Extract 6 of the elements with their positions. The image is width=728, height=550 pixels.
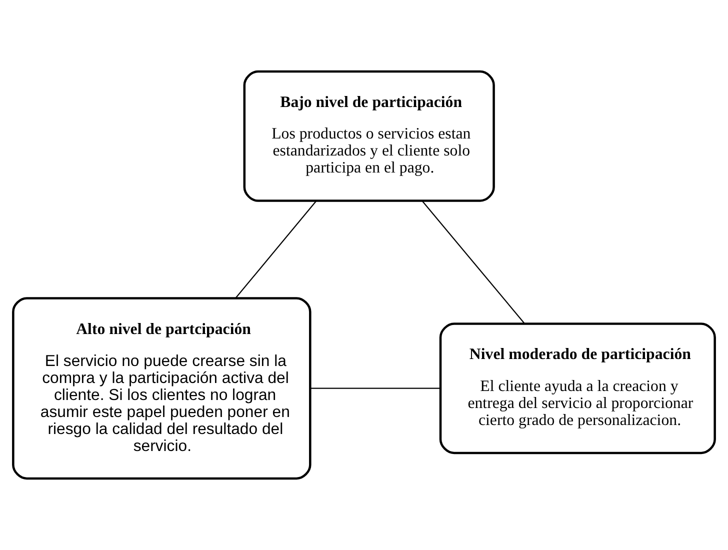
node-box: Bajo nivel de participación Los productos o servicios estan estandarizados y el cliente solo participa en el pago. — [243, 70, 495, 202]
connector — [310, 388, 440, 389]
connector — [235, 200, 317, 299]
node-box: Nivel moderado de participación El cliente ayuda a la creacion y entrega del servicio al proporcionar cierto grado de personalizacion. — [439, 322, 716, 454]
node-box: Alto nivel de partcipación El servicio no puede crearse sin la compra y la participación activa del cliente. Si los clientes no logran asumir este papel pueden poner en riesgo la calidad del resultado del servicio. — [12, 297, 312, 480]
connector — [422, 200, 526, 324]
